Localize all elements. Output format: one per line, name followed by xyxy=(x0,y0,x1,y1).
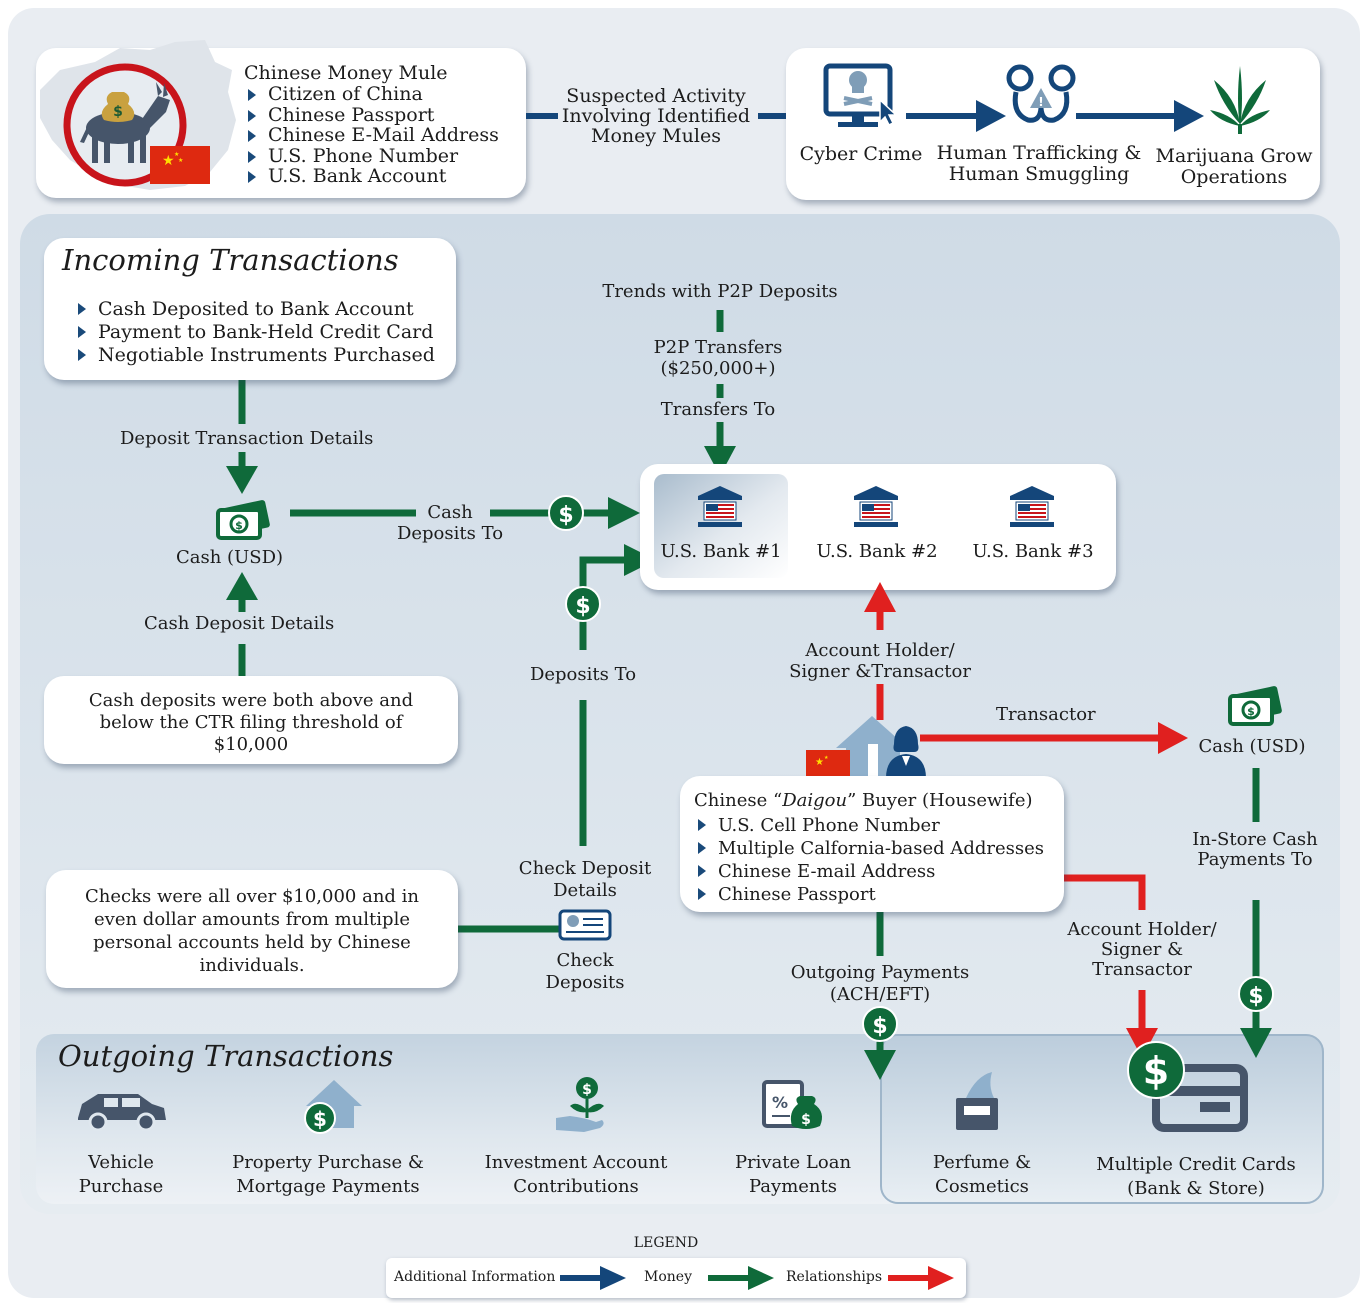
legend-box xyxy=(386,1258,966,1298)
checks-note: Checks were all over $10,000 and in even… xyxy=(84,886,420,976)
outgoing-property-label: Property Purchase & Mortgage Payments xyxy=(232,1152,424,1197)
cash-deposit-details-label: Cash Deposit Details xyxy=(144,613,335,634)
list-item: Payment to Bank-Held Credit Card xyxy=(74,321,435,344)
list-item: U.S. Cell Phone Number xyxy=(694,814,1044,837)
check-deposits-label: Check Deposits xyxy=(545,950,625,993)
legend-additional-label: Additional Information xyxy=(394,1269,556,1285)
daigou-buyer-title: Chinese “Daigou” Buyer (Housewife) xyxy=(694,790,1033,811)
transactor-label: Transactor xyxy=(996,704,1096,725)
bank-2-label: U.S. Bank #2 xyxy=(816,541,938,562)
legend-money-label: Money xyxy=(644,1269,692,1285)
activity-human-trafficking: Human Trafficking & Human Smuggling xyxy=(936,142,1142,185)
outgoing-title: Outgoing Transactions xyxy=(58,1039,394,1073)
p2p-transfers-label: P2P Transfers ($250,000+) xyxy=(653,337,783,379)
ctr-note-box xyxy=(44,676,458,764)
outgoing-perfume-label: Perfume & Cosmetics xyxy=(932,1152,1032,1197)
checks-note-box xyxy=(46,870,458,988)
cash-usd-right-label: Cash (USD) xyxy=(1198,736,1306,757)
legend-relationships-label: Relationships xyxy=(786,1269,883,1285)
incoming-list: Cash Deposited to Bank Account Payment t… xyxy=(74,298,435,367)
list-item: U.S. Phone Number xyxy=(244,145,499,167)
activity-marijuana: Marijuana Grow Operations xyxy=(1155,145,1313,188)
list-item: Chinese E-Mail Address xyxy=(244,125,499,146)
account-holder-2-label: Account Holder/ Signer & Transactor xyxy=(1067,919,1217,980)
p2p-trends-label: Trends with P2P Deposits xyxy=(602,281,838,302)
legend-title: LEGEND xyxy=(633,1235,699,1251)
activity-cyber-crime: Cyber Crime xyxy=(799,143,923,165)
list-item: Citizen of China xyxy=(244,84,499,105)
list-item: U.S. Bank Account xyxy=(244,166,499,187)
check-deposit-details-label: Check Deposit Details xyxy=(518,858,652,901)
money-mule-title: Chinese Money Mule xyxy=(244,62,448,84)
ctr-note: Cash deposits were both above and below … xyxy=(88,690,414,755)
in-store-label: In-Store Cash Payments To xyxy=(1192,829,1318,870)
outgoing-investment-label: Investment Account Contributions xyxy=(484,1152,668,1197)
deposits-to-label: Deposits To xyxy=(529,664,637,685)
deposit-transaction-details-label: Deposit Transaction Details xyxy=(120,428,374,449)
list-item: Chinese Passport xyxy=(694,883,1044,906)
daigou-buyer-list: U.S. Cell Phone Number Multiple Calforni… xyxy=(694,814,1044,906)
list-item: Chinese Passport xyxy=(244,104,499,126)
daigou-outgoing-group xyxy=(880,1034,1324,1204)
outgoing-payments-label: Outgoing Payments (ACH/EFT) xyxy=(790,962,970,1005)
daigou-buyer-box xyxy=(680,776,1064,912)
list-item: Multiple Calfornia-based Addresses xyxy=(694,837,1044,860)
money-mule-list: Citizen of China Chinese Passport Chines… xyxy=(244,84,499,187)
cash-usd-label: Cash (USD) xyxy=(176,547,284,568)
bank-1-label: U.S. Bank #1 xyxy=(660,541,782,562)
list-item: Chinese E-mail Address xyxy=(694,860,1044,883)
suspected-activity-label: Suspected Activity Involving Identified … xyxy=(561,85,751,147)
outgoing-loan-label: Private Loan Payments xyxy=(734,1152,852,1197)
list-item: Negotiable Instruments Purchased xyxy=(74,344,435,367)
account-holder-label: Account Holder/ Signer &Transactor xyxy=(789,640,971,682)
bank-3-label: U.S. Bank #3 xyxy=(972,541,1094,562)
list-item: Cash Deposited to Bank Account xyxy=(74,298,435,321)
incoming-title: Incoming Transactions xyxy=(62,243,399,277)
outgoing-credit-cards-label: Multiple Credit Cards (Bank & Store) xyxy=(1096,1154,1296,1199)
incoming-box xyxy=(44,238,456,380)
outgoing-vehicle-label: Vehicle Purchase xyxy=(78,1152,164,1197)
cash-deposits-to-label: Cash Deposits To xyxy=(396,502,504,544)
transfers-to-label: Transfers To xyxy=(660,399,776,420)
